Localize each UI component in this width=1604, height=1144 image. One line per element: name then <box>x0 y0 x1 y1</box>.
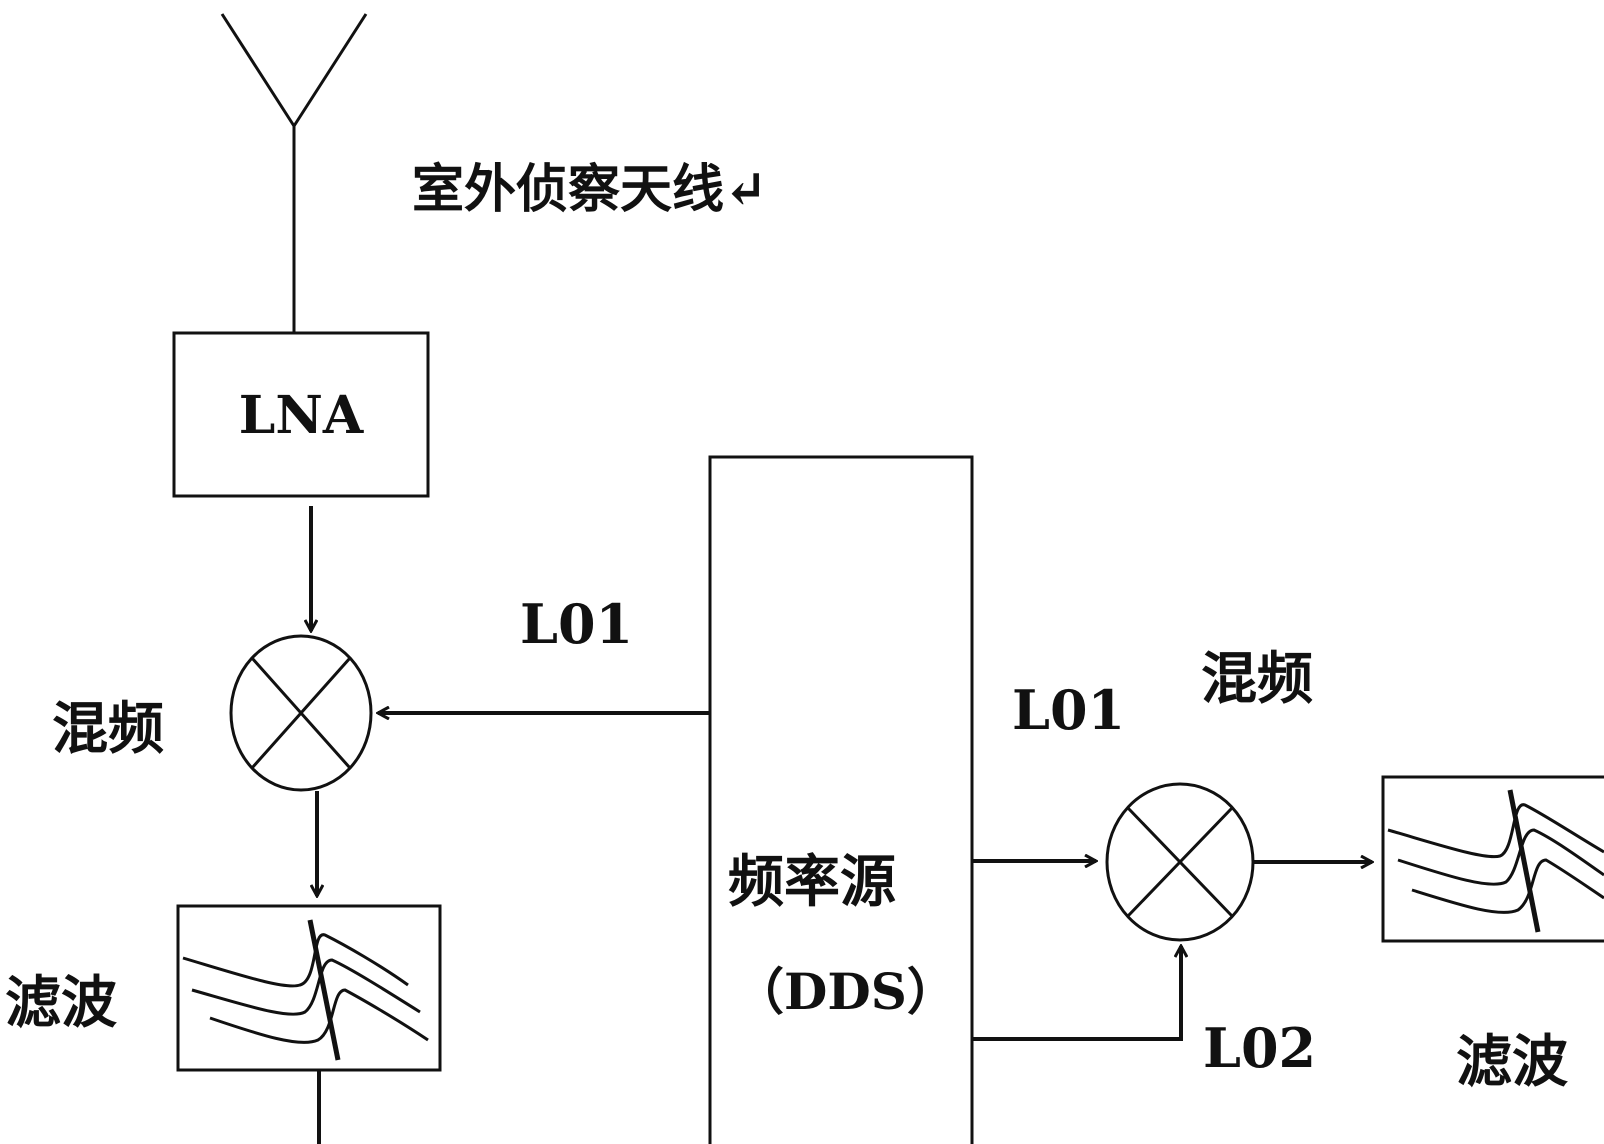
mixer-1-icon <box>229 634 373 792</box>
lo2-label: L02 <box>1203 1016 1316 1080</box>
frequency-source-block <box>708 455 974 1144</box>
mixer-2-icon <box>1105 782 1255 942</box>
filter-2-label: 滤波 <box>1456 1029 1568 1095</box>
lna-block <box>172 331 430 498</box>
lo1-left-label: L01 <box>520 592 633 656</box>
frequency-source-label: 频率源 <box>728 849 896 915</box>
antenna-icon <box>220 13 368 333</box>
filter-2-icon <box>1381 775 1604 943</box>
filter-1-icon <box>176 904 442 1072</box>
lo1-right-label: L01 <box>1012 678 1125 742</box>
mixer-2-label: 混频 <box>1201 646 1313 712</box>
frequency-source-sub-label: （DDS） <box>734 962 957 1021</box>
mixer-1-label: 混频 <box>52 696 164 762</box>
filter-1-label: 滤波 <box>5 970 117 1036</box>
lna-label: LNA <box>239 385 364 446</box>
lo2-to-mixer-2-arrow <box>972 946 1181 1041</box>
antenna-label: 室外侦察天线↵ <box>412 159 768 220</box>
